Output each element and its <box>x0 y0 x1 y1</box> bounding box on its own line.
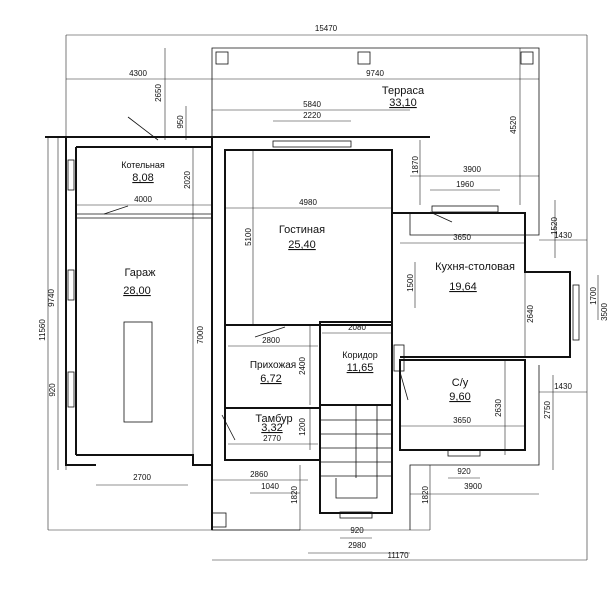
room-area: 8,08 <box>132 172 153 184</box>
dim-label: 1820 <box>421 486 430 504</box>
dim-label: 2800 <box>262 336 280 345</box>
room-terrace: Терраса 33,10 <box>382 85 425 109</box>
dim-label: 1960 <box>456 180 474 189</box>
room-name: Кухня-столовая <box>435 261 515 273</box>
room-name: Прихожая <box>250 360 296 371</box>
dim-label: 3900 <box>463 165 481 174</box>
room-vestibule: Тамбур 3,32 <box>255 413 292 434</box>
dim-label: 1200 <box>298 418 307 436</box>
dim-label: 2020 <box>183 171 192 189</box>
room-name: Тамбур <box>255 413 292 425</box>
dim-label: 9740 <box>47 289 56 307</box>
room-name: Коридор <box>342 350 378 360</box>
dim-label: 2980 <box>348 541 366 550</box>
dim-label: 2630 <box>494 399 503 417</box>
dim-label: 15470 <box>315 24 338 33</box>
dim-label: 1040 <box>261 482 279 491</box>
walls <box>45 47 580 531</box>
dim-label: 9740 <box>366 69 384 78</box>
room-area: 19,64 <box>449 281 477 293</box>
terrace-post <box>357 51 371 65</box>
dim-label: 4520 <box>509 116 518 134</box>
dim-label: 2220 <box>303 111 321 120</box>
room-boiler: Котельная 8,08 <box>121 160 165 184</box>
dim-label: 11170 <box>387 551 409 560</box>
room-name: Гостиная <box>279 224 325 236</box>
dim-label: 11560 <box>38 319 47 341</box>
room-garage: Гараж 28,00 <box>123 267 156 297</box>
dim-label: 2700 <box>133 473 151 482</box>
dim-label: 2080 <box>348 323 366 332</box>
room-name: Котельная <box>121 160 165 170</box>
dim-label: 2650 <box>154 84 163 102</box>
car-outline <box>123 321 153 423</box>
room-area: 25,40 <box>288 239 316 251</box>
room-kitchen: Кухня-столовая 19,64 <box>435 261 515 293</box>
window <box>67 269 75 301</box>
dim-label: 1430 <box>554 231 572 240</box>
dim-label: 2860 <box>250 470 268 479</box>
window <box>339 511 373 519</box>
dim-label: 920 <box>350 526 364 535</box>
room-area: 28,00 <box>123 285 151 297</box>
window <box>447 449 481 457</box>
room-area: 11,65 <box>347 362 374 374</box>
dim-label: 920 <box>48 383 57 397</box>
window <box>272 140 352 148</box>
room-area: 9,60 <box>449 391 470 403</box>
dim-label: 2750 <box>543 401 552 419</box>
dim-label: 950 <box>176 115 185 129</box>
dim-label: 5840 <box>303 100 321 109</box>
dim-label: 1520 <box>550 217 559 235</box>
dim-label: 2400 <box>298 357 307 375</box>
dim-label: 1500 <box>406 274 415 292</box>
dim-label: 3650 <box>453 233 471 242</box>
window <box>67 159 75 191</box>
dim-label: 4300 <box>129 69 147 78</box>
dim-label: 1700 <box>589 287 598 305</box>
dimension-lines <box>47 34 599 561</box>
dim-label: 3650 <box>453 416 471 425</box>
room-name: Гараж <box>124 267 156 279</box>
dim-label: 2640 <box>526 305 535 323</box>
room-corridor: Коридор 11,65 <box>342 350 378 374</box>
dim-label: 3900 <box>464 482 482 491</box>
room-area: 33,10 <box>389 97 417 109</box>
dim-label: 4980 <box>299 198 317 207</box>
room-hall: Прихожая 6,72 <box>250 360 296 385</box>
room-living: Гостиная 25,40 <box>279 224 325 251</box>
dim-label: 1820 <box>290 486 299 504</box>
dim-label: 7000 <box>196 326 205 344</box>
window <box>572 284 580 341</box>
window <box>431 205 499 213</box>
room-name: Терраса <box>382 85 425 97</box>
dim-label: 5100 <box>244 228 253 246</box>
room-area: 6,72 <box>260 373 281 385</box>
dim-label: 920 <box>457 467 471 476</box>
room-name: С/у <box>452 377 469 389</box>
dim-label: 1430 <box>554 382 572 391</box>
dim-label: 1870 <box>411 156 420 174</box>
terrace-post <box>520 51 534 65</box>
terrace-post <box>211 512 227 528</box>
terrace-post <box>215 51 229 65</box>
window <box>67 371 75 408</box>
dim-label: 4000 <box>134 195 152 204</box>
dim-label: 2770 <box>263 434 281 443</box>
room-area: 3,32 <box>261 422 282 434</box>
room-bathroom: С/у 9,60 <box>449 377 470 403</box>
dim-label: 3500 <box>600 303 609 321</box>
dimension-labels: 15470 4300 9740 2650 950 5840 2220 4520 … <box>38 24 609 560</box>
